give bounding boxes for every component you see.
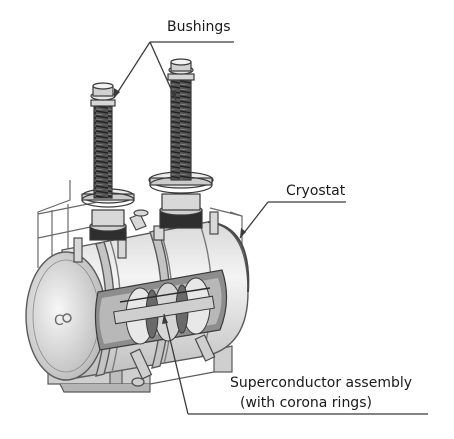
bushing-left (81, 82, 135, 241)
tank-end-cap: C (25, 251, 107, 381)
label-corona-rings: (with corona rings) (240, 395, 372, 411)
top-railing (37, 180, 243, 268)
svg-text:C: C (54, 313, 64, 329)
label-bushings: Bushings (167, 19, 231, 35)
lower-ports (129, 334, 216, 387)
arrowheads (114, 88, 246, 324)
bushings-arrow-right (149, 41, 177, 101)
bushings-arrow-left (113, 41, 151, 99)
superconductor-arrow (163, 313, 189, 415)
leader-lines (113, 41, 428, 415)
superconductor-assembly (113, 277, 215, 345)
bushing-right (148, 58, 214, 229)
label-superconductor-assembly: Superconductor assembly (230, 375, 413, 391)
label-cryostat: Cryostat (286, 183, 346, 199)
